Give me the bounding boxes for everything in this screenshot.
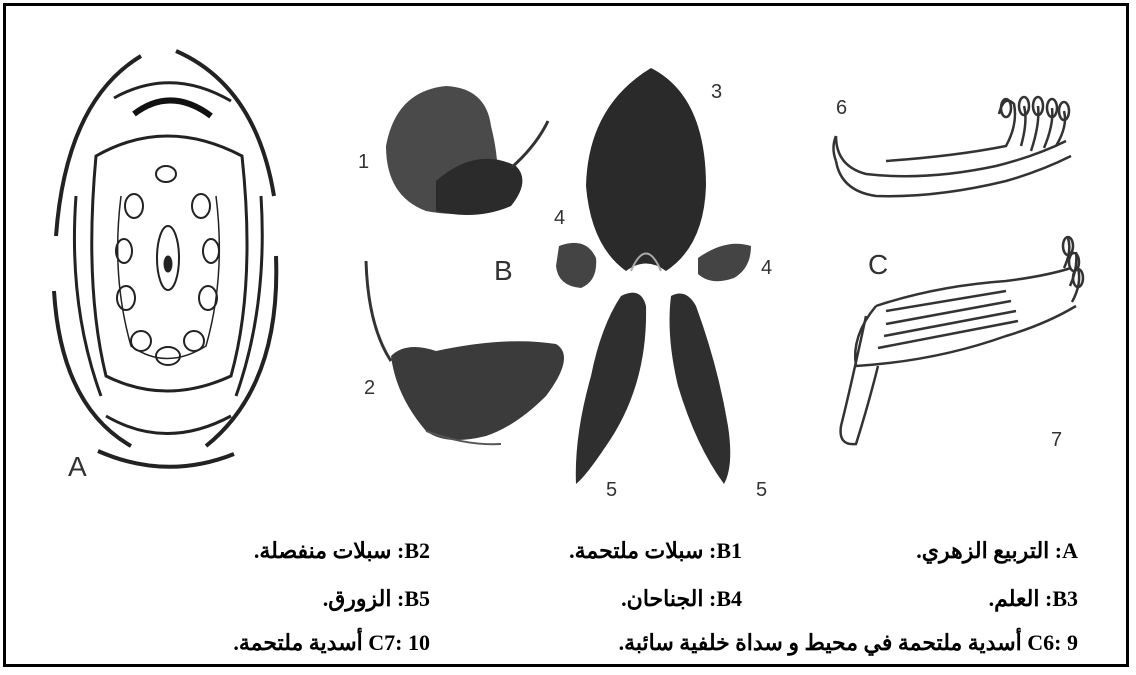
label-b: B bbox=[494, 255, 513, 286]
caption-b5: B5: الزورق. bbox=[323, 586, 430, 612]
petal-b5-keel bbox=[576, 293, 730, 484]
floral-diagram-a bbox=[54, 51, 276, 467]
caption-a: A: التربيع الزهري. bbox=[916, 538, 1078, 564]
label-2: 2 bbox=[364, 377, 375, 399]
caption-b1: B1: سبلات ملتحمة. bbox=[569, 538, 742, 564]
label-4a: 4 bbox=[554, 207, 565, 229]
label-5a: 5 bbox=[606, 479, 617, 501]
label-c: C bbox=[868, 249, 888, 280]
caption-b4: B4: الجناحان. bbox=[621, 586, 742, 612]
label-7: 7 bbox=[1051, 429, 1062, 451]
label-a: A bbox=[68, 451, 87, 482]
label-4b: 4 bbox=[761, 257, 772, 279]
petal-b2 bbox=[366, 261, 564, 444]
caption-b2: B2: سبلات منفصلة. bbox=[254, 538, 430, 564]
flower-diagram: A 1 2 B 3 4 4 bbox=[6, 6, 1132, 670]
stamen-c6 bbox=[834, 97, 1072, 196]
petal-b3-standard bbox=[586, 68, 706, 271]
label-5b: 5 bbox=[756, 479, 767, 501]
label-3: 3 bbox=[711, 81, 722, 103]
petal-b1 bbox=[386, 86, 548, 215]
label-1: 1 bbox=[358, 151, 369, 173]
caption-b3: B3: العلم. bbox=[989, 586, 1078, 612]
caption-c7: C7: 10 أسدية ملتحمة. bbox=[233, 630, 430, 656]
label-6: 6 bbox=[836, 97, 847, 119]
caption-c6: C6: 9 أسدية ملتحمة في محيط و سداة خلفية … bbox=[619, 630, 1078, 656]
figure-frame: A 1 2 B 3 4 4 bbox=[3, 3, 1129, 667]
